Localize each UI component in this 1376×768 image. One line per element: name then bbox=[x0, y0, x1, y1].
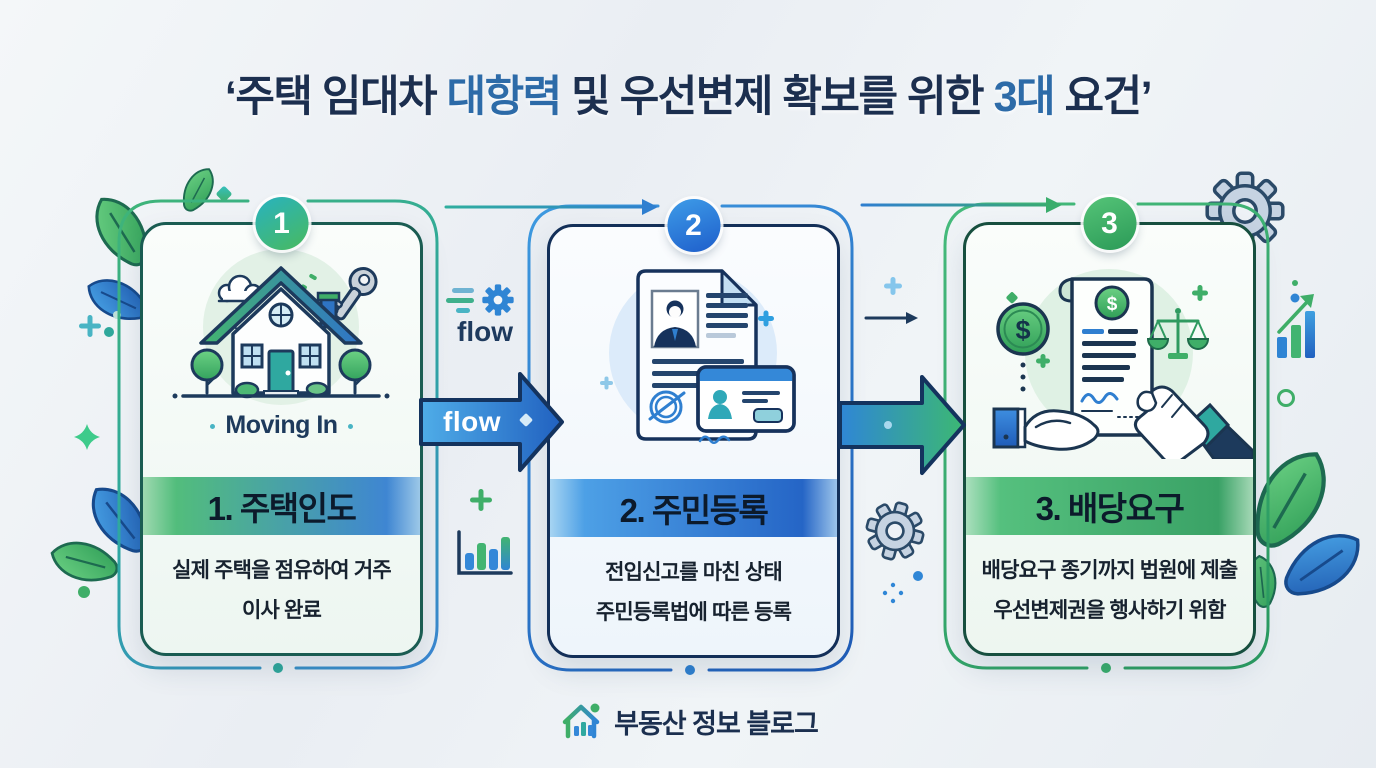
footer-branding: 부동산 정보 블로그 bbox=[0, 700, 1376, 742]
desc-line: 전입신고를 마친 상태 bbox=[605, 561, 783, 584]
flow-gear-icon bbox=[446, 284, 514, 316]
flow-label-outside: flow bbox=[457, 316, 513, 347]
svg-text:$: $ bbox=[1015, 315, 1030, 345]
desc-line: 실제 주택을 점유하여 거주 bbox=[172, 559, 392, 582]
plus-icon bbox=[470, 489, 492, 511]
desc-line: 배당요구 종기까지 법원에 제출 bbox=[981, 559, 1239, 582]
dollar-coin-icon: $ bbox=[996, 302, 1050, 356]
dollar-badge: $ bbox=[1094, 285, 1130, 321]
frame-gap-dot bbox=[273, 663, 283, 673]
step3-description: 배당요구 종기까지 법원에 제출 우선변제권을 행사하기 위함 bbox=[970, 551, 1249, 631]
card-step3-dividend-demand: 3 $ bbox=[963, 197, 1256, 656]
title-segment: 요건’ bbox=[1054, 73, 1153, 121]
blog-name: 부동산 정보 블로그 bbox=[614, 708, 819, 739]
arrow-accent bbox=[519, 413, 533, 427]
scroll-curl bbox=[1058, 277, 1073, 303]
desc-line: 주민등록법에 따른 등록 bbox=[595, 601, 792, 624]
photo-box bbox=[650, 289, 700, 349]
card-step2-resident-registration: 2 bbox=[547, 199, 840, 658]
id-card-icon bbox=[696, 365, 796, 433]
dividend-document-icon: $ $ bbox=[992, 269, 1253, 459]
document-icon bbox=[600, 269, 796, 444]
hand-icon bbox=[1133, 385, 1253, 459]
house-illustration bbox=[143, 241, 420, 407]
moving-in-caption: Moving In bbox=[143, 411, 420, 440]
desc-line: 이사 완료 bbox=[241, 599, 322, 622]
sparkle-icon bbox=[1006, 292, 1018, 304]
step3-header: 3. 배당요구 bbox=[966, 477, 1253, 535]
folded-corner bbox=[720, 269, 758, 307]
growth-chart-icon bbox=[1277, 280, 1315, 407]
bush bbox=[305, 381, 329, 397]
house-icon bbox=[172, 249, 390, 405]
step2-header: 2. 주민등록 bbox=[550, 479, 837, 537]
step1-description: 실제 주택을 점유하여 거주 이사 완료 bbox=[147, 551, 416, 631]
frame-gap-dot bbox=[685, 665, 695, 675]
flow-label-inside: flow bbox=[443, 406, 501, 437]
step2-description: 전입신고를 마친 상태 주민등록법에 따른 등록 bbox=[554, 553, 833, 633]
title-highlight: 3대 bbox=[993, 73, 1056, 121]
flow-arrow-icon bbox=[838, 375, 966, 475]
step1-header: 1. 주택인도 bbox=[143, 477, 420, 535]
title-segment: ‘주택 임대차 bbox=[224, 73, 447, 121]
bar-chart-icon bbox=[457, 530, 513, 575]
page-title: ‘주택 임대차 대항력 및 우선변제 확보를 위한 3대 요건’ bbox=[0, 62, 1376, 124]
registration-illustration bbox=[550, 243, 837, 457]
step2-badge: 2 bbox=[667, 199, 720, 252]
title-segment: 및 우선변제 확보를 위한 bbox=[560, 73, 994, 121]
connector-arrow-icon bbox=[444, 197, 1062, 215]
small-arrow-icon bbox=[864, 277, 923, 604]
frame-gap-dot bbox=[1101, 663, 1111, 673]
desc-line: 우선변제권을 행사하기 위함 bbox=[993, 599, 1226, 622]
card-step1-house-delivery: 1 bbox=[140, 197, 423, 656]
step3-badge: 3 bbox=[1083, 197, 1136, 250]
svg-text:$: $ bbox=[1107, 294, 1118, 315]
title-highlight: 대항력 bbox=[446, 73, 563, 121]
home-logo-icon bbox=[562, 703, 600, 739]
step1-badge: 1 bbox=[255, 197, 308, 250]
arrow-accent bbox=[884, 421, 892, 429]
dividend-illustration: $ $ bbox=[966, 241, 1253, 459]
